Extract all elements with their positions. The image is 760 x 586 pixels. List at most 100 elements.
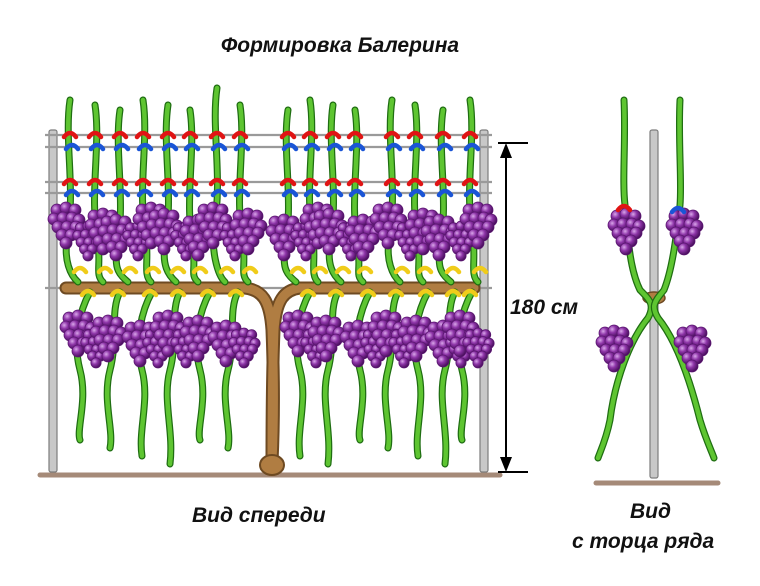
grape-berry <box>379 344 393 358</box>
grape-berry <box>241 242 255 256</box>
tie-red <box>301 177 319 187</box>
grape-cluster-end-upper <box>607 207 646 256</box>
tie-red <box>111 130 129 140</box>
shoot-down <box>104 289 123 451</box>
tie-red <box>134 130 152 140</box>
vine-trunk-base <box>259 454 285 476</box>
tie-red <box>208 177 226 187</box>
tie-red <box>279 130 297 140</box>
tie-red <box>208 130 226 140</box>
tie-blue-end <box>669 205 687 215</box>
shoot-ties <box>61 130 687 298</box>
tie-yellow <box>299 288 317 298</box>
tie-blue <box>326 142 344 152</box>
tie-blue <box>326 188 344 198</box>
tie-blue <box>88 142 106 152</box>
grape-berry <box>310 357 322 369</box>
grape-berry <box>398 357 410 369</box>
tie-yellow <box>241 265 259 275</box>
tie-red <box>86 130 104 140</box>
grape-berry <box>206 236 220 250</box>
dimension-arrow-top <box>500 143 512 158</box>
grape-berry <box>291 344 305 358</box>
grape-berry <box>416 242 430 256</box>
shoot-down <box>136 289 155 459</box>
tie-yellow <box>334 265 352 275</box>
tie-yellow <box>311 265 329 275</box>
tie-blue <box>161 188 179 198</box>
grape-berry <box>351 354 365 368</box>
tie-blue <box>281 188 299 198</box>
tie-red <box>61 177 79 187</box>
tie-blue <box>113 188 131 198</box>
vine-trunk <box>61 283 479 467</box>
tie-red <box>324 130 342 140</box>
grape-berry <box>319 349 333 363</box>
shoot-down <box>194 289 213 443</box>
grape-berry <box>180 250 192 262</box>
tie-yellow <box>199 288 217 298</box>
grape-berry <box>409 349 423 363</box>
grape-cluster-lower <box>462 327 495 369</box>
tie-yellow <box>169 288 187 298</box>
tie-red-end <box>615 203 633 213</box>
tie-yellow <box>444 288 462 298</box>
tie-yellow <box>471 265 489 275</box>
tie-red <box>434 130 452 140</box>
tie-blue <box>183 142 201 152</box>
grape-berry <box>455 250 467 262</box>
shoot-down <box>222 289 241 451</box>
tie-blue <box>210 188 228 198</box>
tie-red <box>461 177 479 187</box>
grape-berry <box>370 357 382 369</box>
height-dimension-label: 180 см <box>510 296 579 319</box>
tie-blue <box>63 142 81 152</box>
tie-yellow <box>218 265 236 275</box>
grape-berry <box>619 242 633 256</box>
grape-berry <box>471 236 485 250</box>
end-view-caption-line1: Вид <box>630 500 671 523</box>
grape-berry <box>101 349 115 363</box>
tie-red <box>181 177 199 187</box>
tie-yellow <box>96 265 114 275</box>
tie-red <box>279 177 297 187</box>
tie-red <box>159 130 177 140</box>
tie-blue <box>281 142 299 152</box>
tie-blue <box>233 188 251 198</box>
grape-berry <box>157 242 171 256</box>
tie-yellow <box>227 288 245 298</box>
end-shoot-left <box>595 97 654 461</box>
tie-blue <box>113 142 131 152</box>
tie-red <box>383 130 401 140</box>
grape-cluster-end-lower <box>595 324 634 373</box>
shoot-down <box>412 289 431 459</box>
tie-blue <box>436 142 454 152</box>
tie-blue <box>233 142 251 152</box>
tie-red <box>406 130 424 140</box>
grape-berry <box>455 357 467 369</box>
grape-berry <box>432 248 446 262</box>
dimension-arrow-bottom <box>500 457 512 472</box>
grape-berry <box>161 344 175 358</box>
tie-red <box>406 177 424 187</box>
shoot-down <box>456 289 475 443</box>
ground-lines <box>37 472 721 486</box>
grape-cluster-lower <box>89 314 128 363</box>
tie-blue <box>303 142 321 152</box>
grape-cluster-upper <box>459 201 498 250</box>
tie-yellow <box>191 265 209 275</box>
grape-berry <box>191 349 205 363</box>
tie-yellow <box>141 288 159 298</box>
tie-yellow <box>289 265 307 275</box>
grape-berry <box>82 250 94 262</box>
grape-berry <box>685 359 699 373</box>
grape-berry <box>90 357 102 369</box>
tie-blue <box>136 188 154 198</box>
grape-berry <box>152 357 164 369</box>
tie-blue <box>408 142 426 152</box>
tie-red <box>461 130 479 140</box>
tie-blue <box>63 188 81 198</box>
tie-blue <box>88 188 106 198</box>
tie-red <box>383 177 401 187</box>
